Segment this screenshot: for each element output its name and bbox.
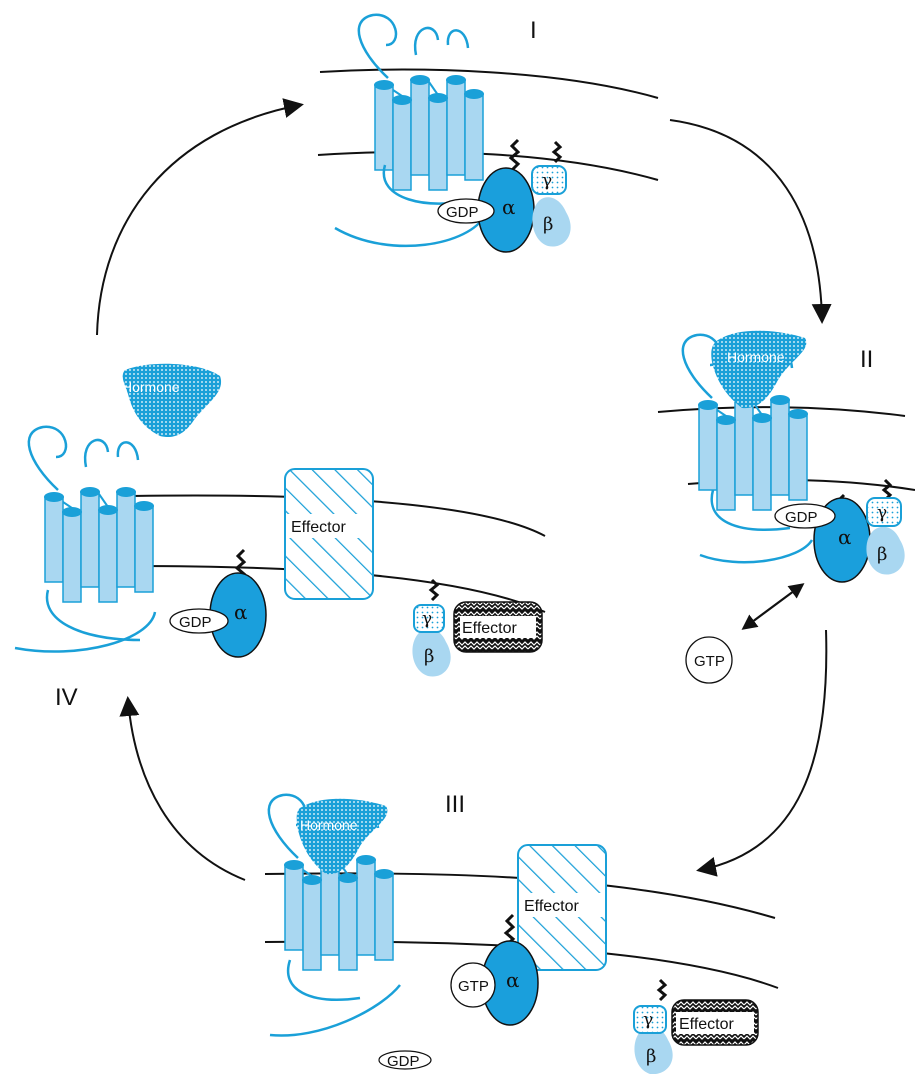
- beta-label: β: [877, 544, 887, 565]
- beta-label: β: [424, 646, 434, 667]
- alpha-label: α: [506, 968, 520, 992]
- hormone-label: Hormone: [727, 349, 785, 365]
- stage-iv-group: Hormone Effector α GDP β γ Effector: [14, 363, 546, 677]
- gamma-label: γ: [542, 171, 552, 191]
- gamma-label: γ: [422, 609, 432, 629]
- gamma-subunit: [413, 604, 445, 633]
- cycle-arrow-iv-to-i: [96, 98, 304, 336]
- stage-label-i: I: [530, 17, 537, 44]
- membrane-inner-i: [317, 150, 659, 181]
- stage-i-group: α GDP β γ: [317, 13, 659, 253]
- hormone-icon: [122, 363, 222, 438]
- beta-label: β: [646, 1046, 656, 1067]
- gamma-subunit: [633, 1005, 667, 1034]
- beta-subunit: [866, 526, 905, 575]
- effector-label: Effector: [524, 898, 580, 915]
- beta-subunit: [412, 628, 451, 677]
- stage-label-ii: II: [860, 346, 873, 373]
- stage-label-iv: IV: [55, 684, 78, 711]
- hormone-icon: [296, 798, 388, 875]
- gtp-label: GTP: [694, 653, 725, 670]
- effector-label: Effector: [679, 1016, 735, 1033]
- alpha-label: α: [838, 525, 852, 549]
- alpha-label: α: [234, 600, 248, 624]
- effector-label: Effector: [462, 620, 518, 637]
- beta-subunit: [532, 197, 571, 247]
- gamma-subunit: [866, 497, 902, 527]
- hormone-label: Hormone: [300, 817, 358, 833]
- gdp-label: GDP: [446, 204, 479, 221]
- gtp-label: GTP: [458, 978, 489, 995]
- stage-label-iii: III: [445, 791, 465, 818]
- cycle-arrow-iii-to-iv: [119, 696, 246, 881]
- membrane-outer-i: [319, 68, 659, 99]
- stage-ii-group: Hormone α GDP β γ GTP: [657, 330, 915, 684]
- hormone-label: Hormone: [122, 379, 180, 395]
- effector-label: Effector: [291, 519, 347, 536]
- stage-iii-group: Hormone Effector α GTP β γ Effector GDP: [264, 793, 779, 1074]
- gamma-subunit: [531, 165, 567, 195]
- hormone-icon: [711, 330, 807, 409]
- cycle-arrow-ii-to-iii: [696, 629, 828, 877]
- gamma-label: γ: [643, 1010, 653, 1030]
- gamma-label: γ: [877, 503, 887, 523]
- beta-label: β: [543, 214, 553, 235]
- receptor-icon: [27, 425, 156, 604]
- gdp-label: GDP: [179, 614, 212, 631]
- gdp-label: GDP: [387, 1053, 420, 1070]
- alpha-label: α: [502, 195, 516, 219]
- gdp-label: GDP: [785, 509, 818, 526]
- beta-subunit: [634, 1026, 673, 1074]
- receptor-icon: [357, 13, 486, 192]
- exchange-arrow: [741, 583, 805, 630]
- cycle-arrow-i-to-ii: [669, 119, 832, 324]
